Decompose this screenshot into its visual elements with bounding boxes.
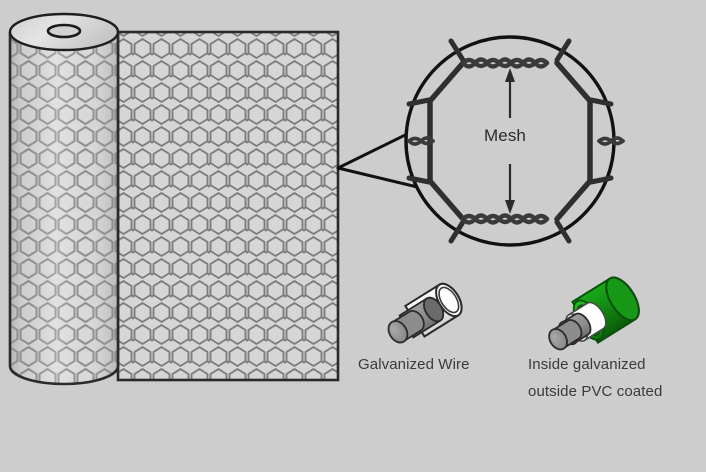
galvanized-wire-label: Galvanized Wire	[358, 356, 470, 373]
galvanized-core-face	[387, 320, 409, 344]
twisted-wire-top	[460, 57, 550, 69]
mesh-label: Mesh	[484, 126, 526, 145]
twisted-wire-bottom	[460, 213, 550, 225]
pvc-wire-label-line1: Inside galvanized	[528, 356, 646, 373]
pvc-coated-wire-sample	[548, 276, 640, 351]
galvanized-wire-sample	[387, 282, 463, 344]
roll-core-hole	[46, 23, 82, 39]
adjacent-wire-segments	[406, 38, 614, 244]
twisted-wire-side	[407, 136, 625, 146]
pvc-wire-label-line2: outside PVC coated	[528, 383, 663, 400]
wire-mesh-roll	[8, 12, 120, 386]
mesh-size-arrow	[505, 68, 515, 214]
magnifier-circle	[404, 35, 625, 247]
wire-mesh-sheet	[116, 30, 340, 382]
pvc-core-face	[548, 328, 568, 351]
